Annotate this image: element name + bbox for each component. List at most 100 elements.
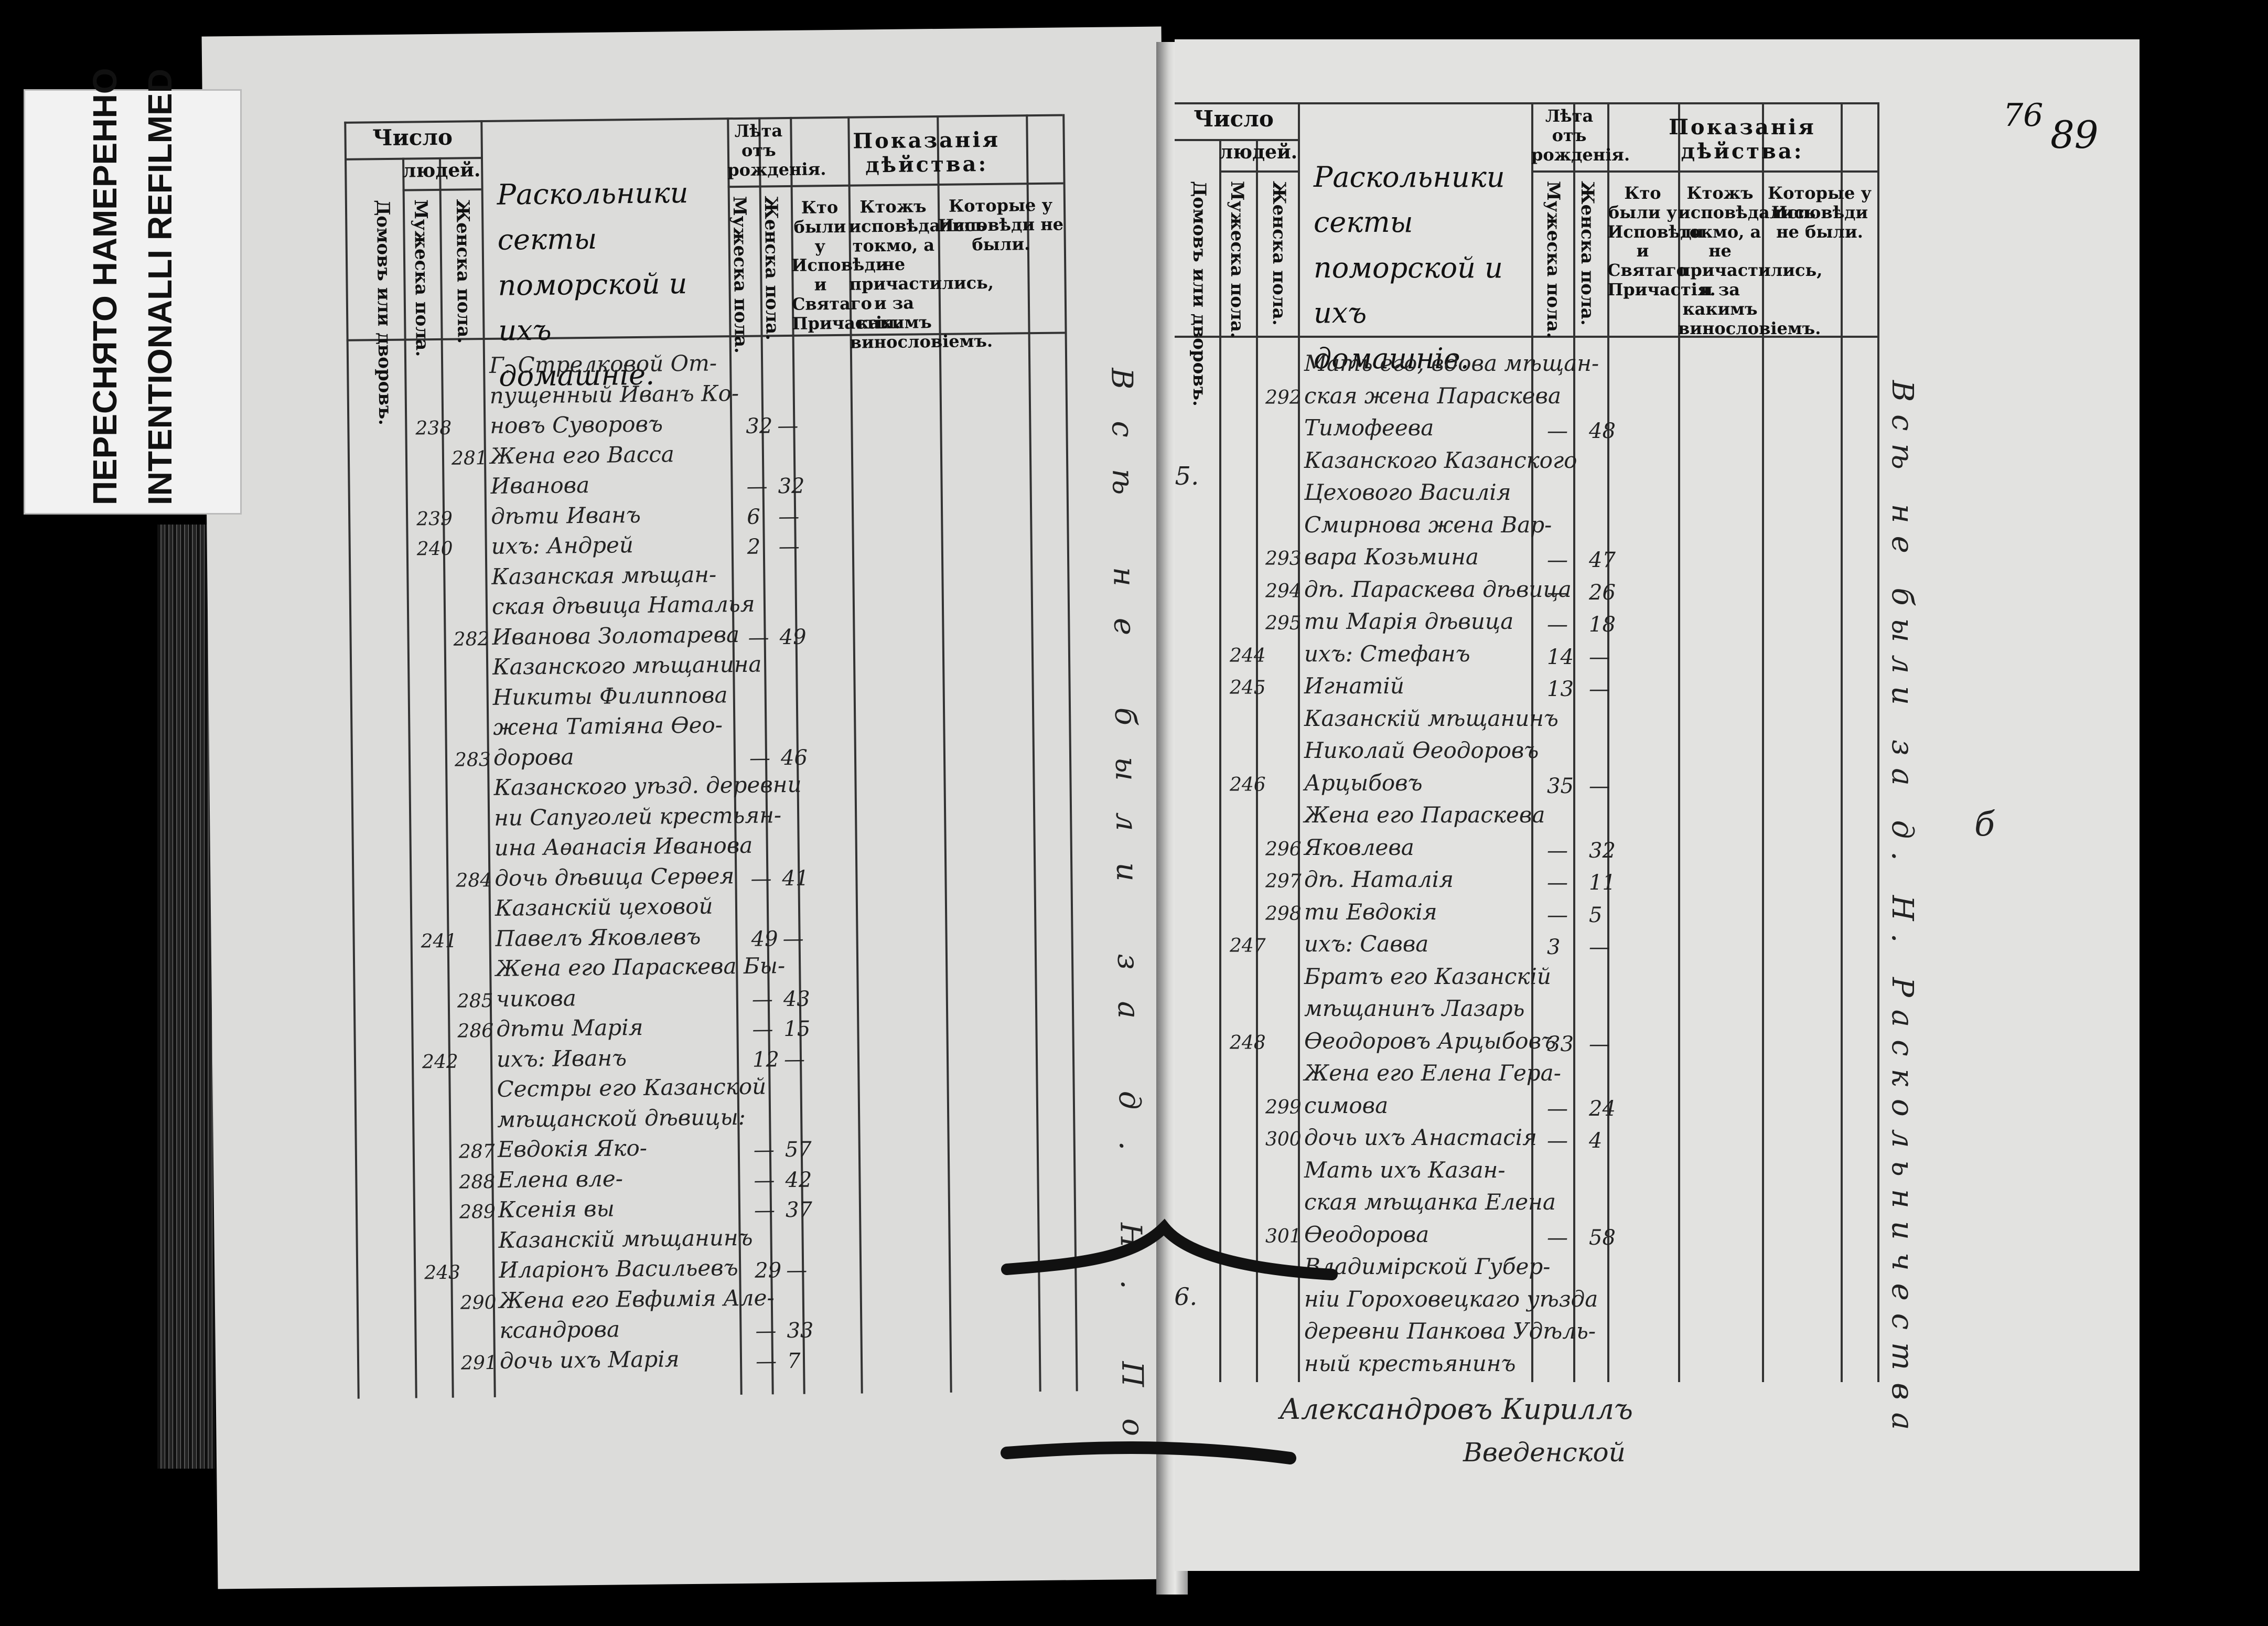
age-female-heading: Женска пола.: [760, 196, 783, 341]
female-number: 287: [458, 1140, 495, 1163]
age-female: 58: [1589, 1225, 1616, 1250]
male-heading: Мужеска пола.: [1227, 181, 1248, 338]
age-male: —: [1547, 1129, 1568, 1153]
age-female: 18: [1589, 613, 1616, 637]
age-male: —: [1547, 1096, 1568, 1121]
page-edges: [157, 525, 215, 1469]
female-number: 290: [460, 1291, 497, 1314]
age-female: 7: [787, 1349, 801, 1373]
register-entry-name: ихъ: Иванъ: [496, 1044, 627, 1072]
register-entry-name: ская мѣщанка Елена: [1304, 1189, 1556, 1215]
male-number: 245: [1230, 677, 1266, 699]
age-male: —: [1547, 613, 1568, 637]
female-number: 289: [459, 1201, 496, 1223]
age-female: —: [778, 534, 800, 559]
register-entry-name: Иванова: [490, 472, 590, 499]
register-entry-name: Яковлева: [1304, 834, 1414, 860]
age-female-heading: Женска пола.: [1577, 181, 1598, 326]
male-number: 246: [1230, 774, 1266, 796]
age-male-heading: Мужеска пола.: [728, 196, 751, 354]
age-female: 26: [1589, 580, 1616, 605]
age-male: —: [750, 866, 772, 891]
male-number: 240: [416, 538, 453, 560]
register-entry-name: Владимірской Губер-: [1304, 1254, 1551, 1279]
register-entry-name: Елена вле-: [498, 1165, 624, 1193]
register-entry-name: Николай Ѳеодоровъ: [1304, 737, 1539, 763]
female-number: 301: [1265, 1225, 1302, 1247]
column-rule: [1762, 102, 1764, 1382]
age-male: 49: [751, 926, 778, 951]
column-rule: [1298, 102, 1300, 1382]
register-entry-name: мѣщанской дѣвицы:: [497, 1104, 746, 1132]
not-confessed-heading: Которые у Исповѣди не были.: [1767, 183, 1872, 242]
register-entry-name: ни Сапуголей крестьян-: [493, 801, 782, 831]
age-male: —: [1547, 1225, 1568, 1250]
male-number: 244: [1230, 645, 1266, 667]
leta-heading: Лѣта отъ рожденія.: [1531, 106, 1630, 165]
age-female: 57: [784, 1137, 812, 1162]
register-entry-name: Братъ его Казанскій: [1304, 963, 1551, 989]
female-number: 292: [1265, 387, 1302, 409]
register-entry-name: Тимофеева: [1304, 415, 1434, 441]
age-male: —: [752, 1017, 773, 1042]
female-number: 294: [1265, 580, 1302, 602]
male-number: 243: [424, 1261, 461, 1284]
age-female: 47: [1589, 548, 1616, 572]
age-male: —: [755, 1319, 777, 1343]
register-entry-name: чикова: [496, 985, 577, 1012]
register-entry-name: симова: [1304, 1092, 1389, 1118]
dvorov-heading: Домовъ или дворовъ.: [372, 199, 396, 426]
register-entry-name: дорова: [493, 743, 574, 771]
register-entry-name: дѣ. Наталія: [1304, 867, 1454, 892]
female-number: 295: [1265, 613, 1302, 634]
register-entry-name: ти Марія дѣвица: [1304, 608, 1514, 634]
female-number: 285: [457, 990, 493, 1012]
age-female: 32: [778, 474, 805, 499]
register-entry-name: Казанского мѣщанина: [492, 651, 762, 680]
chislo-heading: Число: [372, 124, 453, 151]
age-male: 35: [1547, 774, 1574, 798]
leta-heading: Лѣта отъ рожденія.: [727, 121, 826, 180]
register-entry-name: ніи Гороховецкаго уѣзда: [1304, 1286, 1598, 1312]
age-male: 32: [746, 414, 773, 438]
leta-rule: [1531, 170, 1877, 173]
register-entry-name: дѣти Марія: [496, 1014, 643, 1042]
register-entry-name: Казанскій мѣщанинъ: [498, 1224, 753, 1253]
age-male: —: [746, 474, 768, 499]
age-female: —: [786, 1258, 808, 1283]
age-female: 4: [1589, 1129, 1603, 1153]
chislo-heading: Число: [1194, 106, 1274, 132]
folio-number: 89: [2050, 113, 2099, 157]
male-number: 241: [421, 930, 457, 952]
confessed-communed-heading: Кто были у Исповѣди и Святаго Причастія.: [1607, 183, 1716, 299]
age-male: —: [1547, 548, 1568, 572]
age-female: —: [1589, 645, 1610, 669]
male-number: 239: [416, 508, 453, 530]
column-rule: [1841, 102, 1843, 1382]
female-number: 296: [1265, 838, 1302, 860]
male-number: 247: [1230, 935, 1266, 957]
register-entry-name: ти Евдокія: [1304, 898, 1437, 925]
age-female: —: [1589, 1032, 1610, 1056]
age-female: 43: [783, 987, 810, 1011]
header-bottom-rule: [1175, 336, 1877, 338]
age-male: 13: [1547, 677, 1574, 701]
column-rule: [1877, 102, 1879, 1382]
register-entry-name: ихъ: Стефанъ: [1304, 640, 1470, 667]
binding-thread: [1001, 1218, 1338, 1464]
register-entry-name: Казанскій цеховой: [495, 893, 713, 921]
column-rule: [1219, 139, 1221, 1382]
column-rule: [438, 157, 454, 1398]
register-entry-name: Жена его Евфимія Але-: [499, 1284, 775, 1313]
age-female: 11: [1589, 871, 1616, 895]
age-male: —: [1547, 419, 1568, 443]
column-rule: [1607, 102, 1609, 1382]
confessed-only-heading: Ктожъ исповѣдались токмо, а не причастил…: [848, 196, 994, 352]
register-entry-name: дѣти Иванъ: [490, 501, 641, 529]
register-entry-name: Арцыбовъ: [1304, 769, 1423, 796]
female-number: 299: [1265, 1096, 1302, 1118]
register-entry-name: дочь ихъ Марія: [499, 1345, 680, 1374]
female-number: 283: [454, 748, 491, 771]
age-female: 15: [783, 1017, 811, 1042]
